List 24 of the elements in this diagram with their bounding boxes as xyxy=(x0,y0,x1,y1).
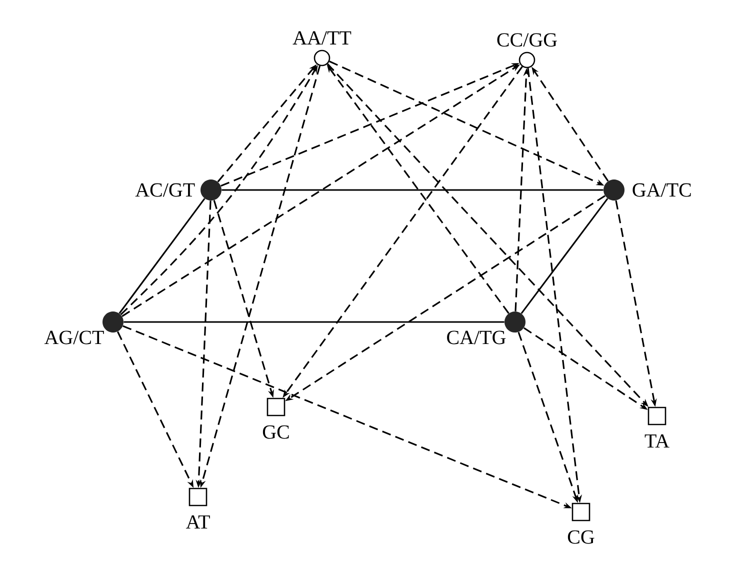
filled-circle-node: GA/TC xyxy=(604,180,691,200)
node-label: GA/TC xyxy=(632,183,691,197)
square-node: AT xyxy=(186,488,210,529)
solid-line xyxy=(222,189,604,191)
node-label: AC/GT xyxy=(135,183,195,197)
node-label: CC/GG xyxy=(497,33,557,47)
solid-line xyxy=(124,321,504,323)
filled-circle-node: CA/TG xyxy=(447,312,526,344)
node-label: AG/CT xyxy=(44,330,104,344)
solid-line xyxy=(520,198,608,314)
square-node: TA xyxy=(644,406,670,448)
solid-line xyxy=(118,198,206,314)
node-label: CA/TG xyxy=(447,330,506,344)
filled-circle-node: AC/GT xyxy=(135,180,222,200)
square-node: GC xyxy=(262,398,289,439)
node-label: CG xyxy=(568,530,594,544)
node-label: AA/TT xyxy=(292,31,352,45)
open-circle-node: CC/GG xyxy=(497,33,557,68)
node-label: TA xyxy=(644,434,670,448)
open-circle-node: AA/TT xyxy=(292,31,352,66)
filled-circle-node: AG/CT xyxy=(44,312,124,344)
square-node: CG xyxy=(568,502,594,544)
node-label: AT xyxy=(186,515,210,529)
node-label: GC xyxy=(262,425,289,439)
